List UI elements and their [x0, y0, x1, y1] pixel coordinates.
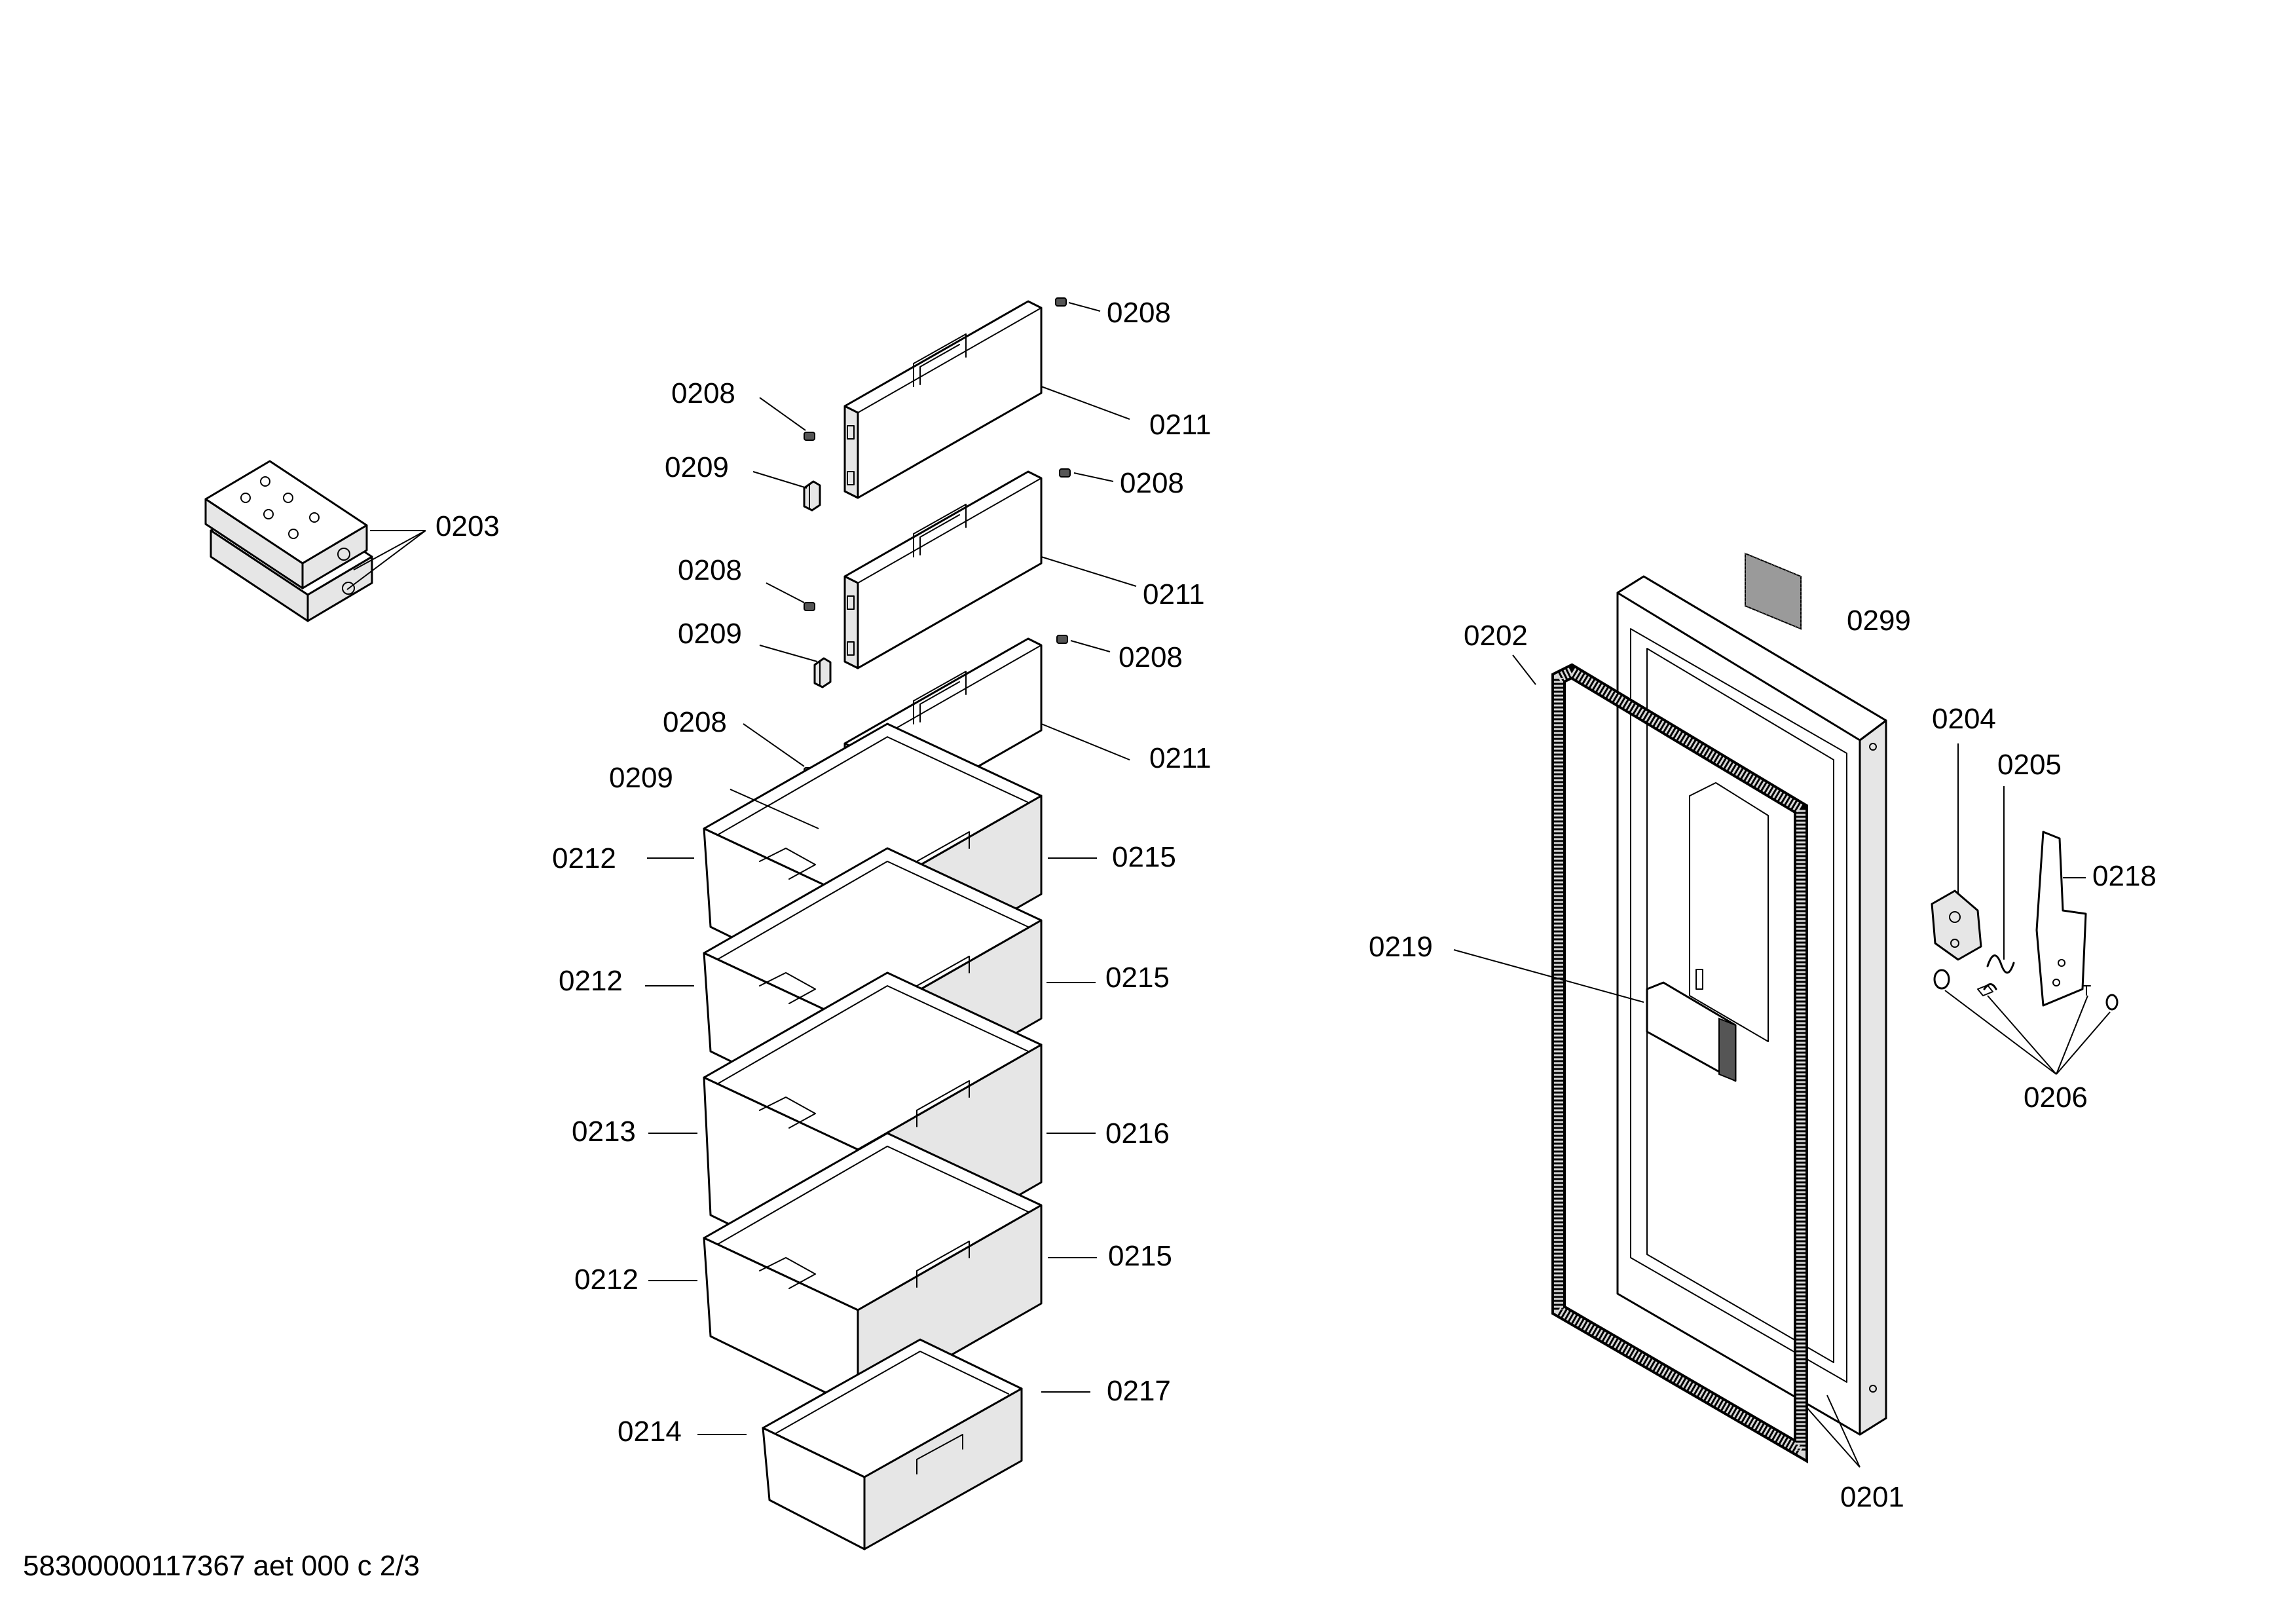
callout-0216: 0216: [1046, 1117, 1170, 1150]
callout-0214: 0214: [618, 1416, 747, 1448]
label-0219: 0219: [1369, 931, 1433, 963]
callout-0215-1: 0215: [1048, 841, 1176, 873]
hinge-screws-0206: [1933, 969, 2119, 1011]
callout-0201: 0201: [1807, 1395, 1904, 1513]
label-0209-2: 0209: [678, 618, 742, 650]
label-0215-1: 0215: [1112, 841, 1176, 873]
callout-0218: 0218: [2063, 860, 2157, 892]
drawer-flap-2: [843, 470, 1043, 669]
callout-0213: 0213: [572, 1116, 697, 1148]
door-trim-strip: [1745, 552, 1802, 630]
callout-0208-right-3: 0208: [1070, 640, 1183, 673]
hinge-pin-right-2: [1059, 468, 1071, 478]
callout-0208-left-1: 0208: [671, 377, 806, 431]
callout-0204: 0204: [1932, 703, 1996, 894]
label-0213: 0213: [572, 1116, 636, 1148]
door-shelf-insert: [1646, 981, 1737, 1082]
label-0208-right-1: 0208: [1107, 297, 1171, 329]
hinge-pin-left-2: [804, 602, 815, 611]
label-0212-2: 0212: [559, 965, 623, 997]
callout-0205: 0205: [1997, 749, 2062, 960]
hinge-plate-0218: [2035, 831, 2087, 1007]
callout-0208-left-2: 0208: [678, 554, 805, 603]
label-0211-2: 0211: [1143, 578, 1205, 610]
callout-0212-1: 0212: [552, 842, 694, 874]
label-0206: 0206: [2024, 1081, 2088, 1114]
label-0205: 0205: [1997, 749, 2062, 781]
hinge-bracket-0204: [1931, 890, 1982, 961]
spring-clip-0205: [1983, 954, 2015, 990]
callout-0212-2: 0212: [559, 965, 694, 997]
label-0211-3: 0211: [1149, 742, 1212, 774]
callout-0209-1: 0209: [665, 451, 807, 489]
callout-0211-3: 0211: [1041, 723, 1212, 774]
label-0208-right-2: 0208: [1120, 467, 1184, 499]
callout-0209-3: 0209: [609, 762, 819, 829]
label-0208-left-1: 0208: [671, 377, 735, 409]
hinge-pin-left-1: [804, 432, 815, 441]
hinge-pin-right-1: [1055, 297, 1067, 307]
flap-hinge-1: [803, 480, 821, 512]
callout-0208-left-3: 0208: [663, 706, 805, 767]
door-gasket: [1551, 663, 1808, 1464]
callout-0208-right-2: 0208: [1073, 467, 1184, 499]
ice-pack-upper: [204, 460, 368, 590]
door-panel: [1616, 575, 1887, 1436]
label-0211-1: 0211: [1149, 409, 1212, 441]
drawer-bin-5-small: [762, 1338, 1023, 1550]
callout-0299: 0299: [1847, 605, 1911, 637]
flap-hinge-2: [813, 657, 832, 688]
label-0209-1: 0209: [665, 451, 729, 483]
drawer-flap-1: [843, 300, 1043, 499]
callout-0206: 0206: [1944, 990, 2111, 1114]
callout-0209-2: 0209: [678, 618, 818, 662]
label-0215-2: 0215: [1105, 962, 1170, 994]
label-0204: 0204: [1932, 703, 1996, 735]
callout-0211-1: 0211: [1041, 386, 1212, 441]
callout-0219: 0219: [1369, 931, 1644, 1003]
document-id: 58300000117367 aet 000 c 2/3: [23, 1550, 420, 1582]
label-0208-right-3: 0208: [1119, 641, 1183, 673]
label-0215-3: 0215: [1108, 1240, 1172, 1272]
label-0202: 0202: [1464, 620, 1528, 652]
callout-0203: 0203: [346, 510, 500, 590]
callout-0211-2: 0211: [1041, 556, 1205, 610]
label-0218: 0218: [2092, 860, 2157, 892]
callout-0215-2: 0215: [1046, 962, 1170, 994]
callout-0212-3: 0212: [574, 1264, 697, 1296]
callout-0208-right-1: 0208: [1068, 297, 1171, 329]
label-0209-3: 0209: [609, 762, 673, 794]
label-0216: 0216: [1105, 1117, 1170, 1150]
callout-0215-3: 0215: [1048, 1240, 1172, 1272]
callout-0202: 0202: [1464, 620, 1536, 685]
label-0217: 0217: [1107, 1375, 1171, 1407]
label-0212-3: 0212: [574, 1264, 639, 1296]
ice-pack-pair: [204, 460, 373, 622]
label-0203: 0203: [435, 510, 500, 542]
label-0208-left-2: 0208: [678, 554, 742, 586]
label-0299: 0299: [1847, 605, 1911, 637]
callout-0217: 0217: [1041, 1375, 1171, 1407]
label-0201: 0201: [1840, 1481, 1904, 1513]
hinge-pin-right-3: [1056, 635, 1068, 644]
label-0212-1: 0212: [552, 842, 616, 874]
label-0208-left-3: 0208: [663, 706, 727, 738]
label-0214: 0214: [618, 1416, 682, 1448]
